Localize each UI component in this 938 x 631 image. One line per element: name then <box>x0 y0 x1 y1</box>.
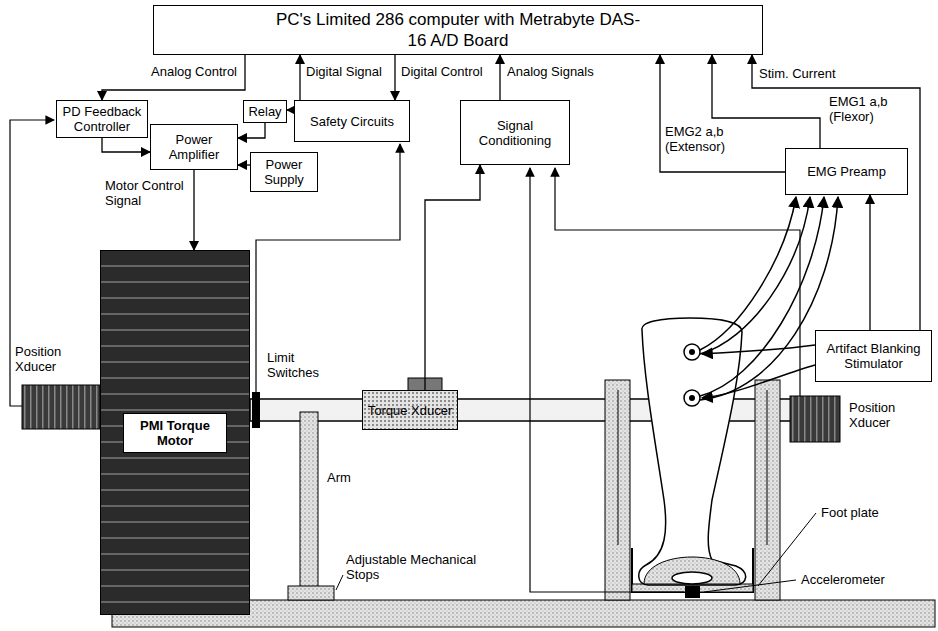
node-text: Artifact Blanking Stimulator <box>820 341 927 371</box>
controller-box: PD Feedback Controller <box>56 100 148 138</box>
part-label: Accelerometer <box>800 572 886 587</box>
node-text: Power Amplifier <box>155 132 233 162</box>
signal-connector <box>299 55 300 100</box>
signal-label: Analog Control <box>150 64 238 79</box>
signal-label: Digital Signal <box>305 64 383 79</box>
safety-box: Safety Circuits <box>294 100 410 142</box>
signal-connector <box>102 55 245 100</box>
signal-connector <box>425 165 480 390</box>
node-text: PMI Torque Motor <box>123 413 227 453</box>
signal-connector <box>394 55 395 100</box>
signal-label: EMG1 a,b (Flexor) <box>828 94 908 124</box>
relay-box: Relay <box>243 100 287 123</box>
part-label: Position Xducer <box>848 400 922 430</box>
electrode <box>684 344 700 360</box>
conditioning-box: Signal Conditioning <box>460 100 570 165</box>
part-label: Arm <box>326 470 352 485</box>
stimulator-box: Artifact Blanking Stimulator <box>815 330 932 382</box>
signal-label: Digital Control <box>400 64 484 79</box>
power-supply-box: Power Supply <box>250 152 318 192</box>
accelerometer <box>672 572 712 584</box>
signal-connector <box>499 55 500 100</box>
part-label: Position Xducer <box>14 344 86 374</box>
node-text: Signal Conditioning <box>465 118 565 148</box>
preamp-box: EMG Preamp <box>785 148 908 195</box>
support-post <box>755 380 780 600</box>
node-text: Torque Xducer <box>368 403 453 418</box>
support-post <box>605 380 630 600</box>
arm <box>300 412 318 588</box>
torque-motor: PMI Torque Motor <box>100 250 250 615</box>
signal-label: Stim. Current <box>758 66 837 81</box>
part-label: Limit Switches <box>266 350 332 380</box>
heel-cup <box>644 557 740 584</box>
signal-connector <box>869 195 870 330</box>
limit-switch <box>252 392 260 428</box>
signal-connector <box>287 109 294 110</box>
leader-lines <box>336 513 816 592</box>
signal-label: Analog Signals <box>506 64 595 79</box>
electrode <box>689 349 695 355</box>
node-text: Relay <box>248 104 281 119</box>
amplifier-box: Power Amplifier <box>150 124 238 170</box>
signal-connector <box>238 164 250 165</box>
mechanical-stop <box>288 586 334 600</box>
torque-transducer: Torque Xducer <box>362 390 458 430</box>
part-label: Adjustable Mechanical Stops <box>345 552 487 582</box>
node-text: EMG Preamp <box>807 164 886 179</box>
accelerometer-mount <box>685 586 700 598</box>
signal-connector <box>102 138 150 152</box>
post-slot <box>618 390 619 545</box>
signal-connector <box>238 123 265 138</box>
node-text: Safety Circuits <box>310 114 394 129</box>
signal-label: Motor Control Signal <box>104 178 192 208</box>
signal-label: EMG2 a,b (Extensor) <box>664 124 746 154</box>
post-slot <box>767 390 768 545</box>
node-text: Power Supply <box>255 157 313 187</box>
electrode <box>684 390 700 406</box>
electrode <box>689 395 695 401</box>
computer-box: PC's Limited 286 computer with Metrabyte… <box>153 5 763 55</box>
signal-connector <box>752 55 920 330</box>
node-text: PD Feedback Controller <box>61 104 143 134</box>
node-text: PC's Limited 286 computer with Metrabyte… <box>268 9 648 51</box>
leg-outline <box>639 318 746 585</box>
signal-connector <box>193 170 194 250</box>
position-transducer <box>22 385 100 429</box>
part-label: Foot plate <box>820 505 880 520</box>
position-transducer <box>790 396 840 442</box>
